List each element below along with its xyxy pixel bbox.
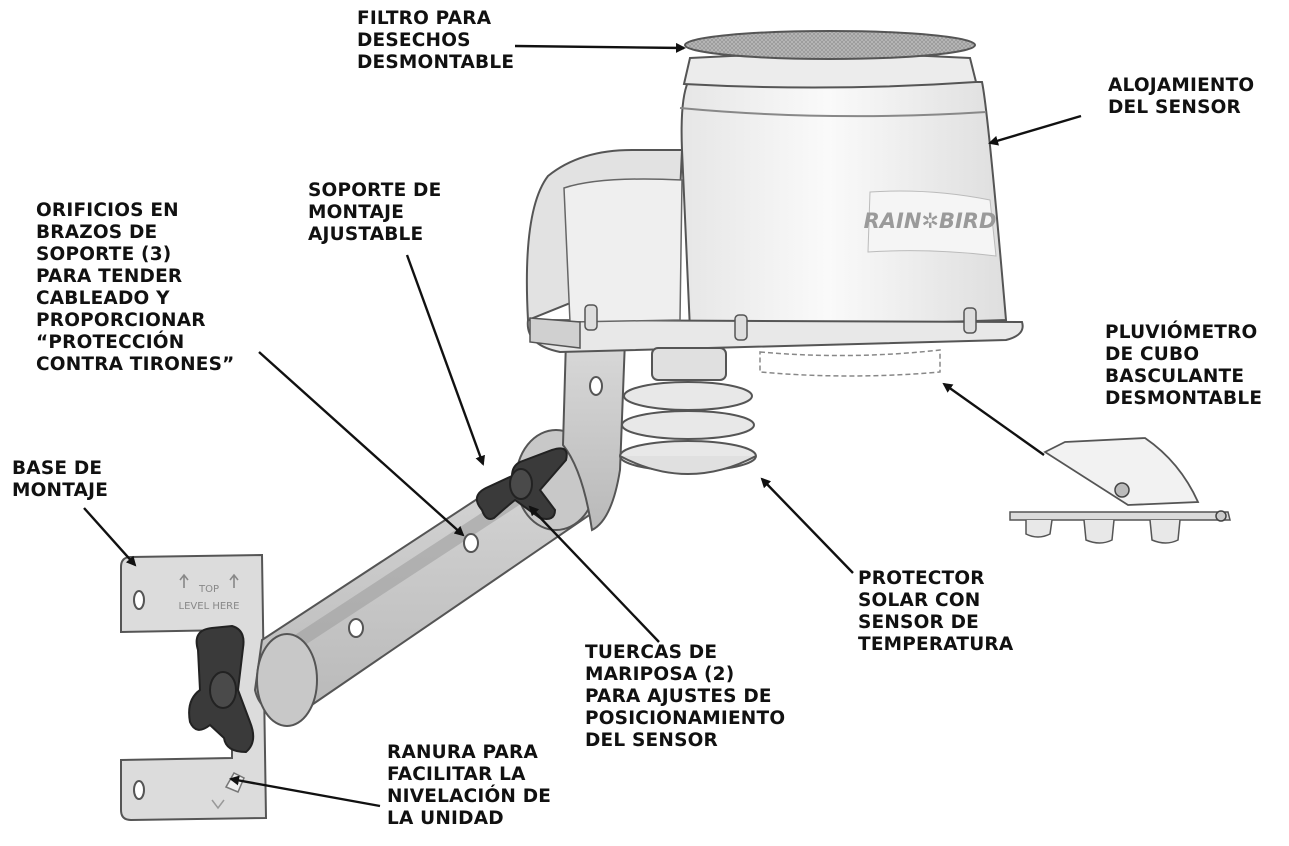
plate-top-text: TOP <box>198 584 219 595</box>
label-line: ORIFICIOS EN <box>36 200 179 221</box>
label-line: MONTAJE <box>308 202 405 223</box>
label-rain-gauge: PLUVIÓMETRO DE CUBO BASCULANTE DESMONTAB… <box>1105 322 1262 410</box>
label-line: NIVELACIÓN DE <box>387 786 552 807</box>
label-line: DEL SENSOR <box>585 730 718 751</box>
label-line: DESMONTABLE <box>1105 388 1263 409</box>
plate-level-text: LEVEL HERE <box>179 601 240 612</box>
label-line: CABLEADO Y <box>36 288 170 309</box>
label-line: DE CUBO <box>1105 344 1200 365</box>
bracket-arrow <box>405 254 485 466</box>
label-leveling-slot: RANURA PARA FACILITAR LA NIVELACIÓN DE L… <box>387 742 551 830</box>
label-line: PROTECTOR <box>858 568 985 589</box>
debris-filter-icon <box>684 30 976 60</box>
label-line: DEL SENSOR <box>1108 97 1241 118</box>
label-line: ALOJAMIENTO <box>1108 75 1255 96</box>
label-line: BASE DE <box>12 458 103 479</box>
label-line: DESMONTABLE <box>357 52 515 73</box>
slot-arrow <box>229 775 381 808</box>
label-line: PARA TENDER <box>36 266 183 287</box>
label-line: PARA AJUSTES DE <box>585 686 772 707</box>
vertical-bracket <box>561 339 627 532</box>
housing-arrow <box>988 114 1082 146</box>
label-line: MONTAJE <box>12 480 109 501</box>
label-line: FILTRO PARA <box>357 8 492 29</box>
label-line: RANURA PARA <box>387 742 539 763</box>
arm-wing-nut-icon <box>475 447 568 520</box>
base-arrow <box>83 507 137 567</box>
sensor-housing: RAIN✲BIRD <box>525 30 1024 377</box>
label-line: SENSOR DE <box>858 612 979 633</box>
label-debris-filter: FILTRO PARA DESECHOS DESMONTABLE <box>357 8 514 74</box>
label-wing-nuts: TUERCAS DE MARIPOSA (2) PARA AJUSTES DE … <box>585 642 785 752</box>
label-line: DESECHOS <box>357 30 471 51</box>
label-line: BRAZOS DE <box>36 222 158 243</box>
base-wing-nut-icon <box>188 624 255 754</box>
label-cable-holes: ORIFICIOS EN BRAZOS DE SOPORTE (3) PARA … <box>36 200 235 376</box>
solar-shield-icon <box>619 347 757 475</box>
label-sensor-housing: ALOJAMIENTO DEL SENSOR <box>1108 75 1254 119</box>
rain-gauge-icon <box>1009 437 1231 544</box>
label-line: TEMPERATURA <box>858 634 1014 655</box>
label-line: PLUVIÓMETRO <box>1105 322 1258 343</box>
gauge-arrow <box>942 382 1045 456</box>
label-line: “PROTECCIÓN <box>36 332 185 353</box>
label-line: PROPORCIONAR <box>36 310 206 331</box>
filter-arrow <box>514 42 686 53</box>
mounting-arm <box>253 428 612 727</box>
cable-hole-icon <box>589 376 603 396</box>
label-line: TUERCAS DE <box>585 642 718 663</box>
label-mounting-base: BASE DE MONTAJE <box>12 458 108 502</box>
label-line: FACILITAR LA <box>387 764 526 785</box>
brand-logo: RAIN✲BIRD <box>864 209 997 233</box>
cable-hole-icon <box>463 533 479 553</box>
holes-arrow <box>258 351 465 537</box>
label-line: MARIPOSA (2) <box>585 664 735 685</box>
label-solar-shield: PROTECTOR SOLAR CON SENSOR DE TEMPERATUR… <box>858 568 1013 656</box>
label-adjustable-bracket: SOPORTE DE MONTAJE AJUSTABLE <box>308 180 441 246</box>
label-line: BASCULANTE <box>1105 366 1245 387</box>
label-line: POSICIONAMIENTO <box>585 708 786 729</box>
wingnut-arrow <box>528 505 660 643</box>
cable-hole-icon <box>348 618 364 638</box>
label-line: SOPORTE DE <box>308 180 442 201</box>
shield-arrow <box>760 477 854 574</box>
label-line: SOPORTE (3) <box>36 244 172 265</box>
callout-arrows <box>83 42 1082 808</box>
label-line: SOLAR CON <box>858 590 981 611</box>
label-line: CONTRA TIRONES” <box>36 354 235 375</box>
label-line: LA UNIDAD <box>387 808 504 829</box>
label-line: AJUSTABLE <box>308 224 424 245</box>
